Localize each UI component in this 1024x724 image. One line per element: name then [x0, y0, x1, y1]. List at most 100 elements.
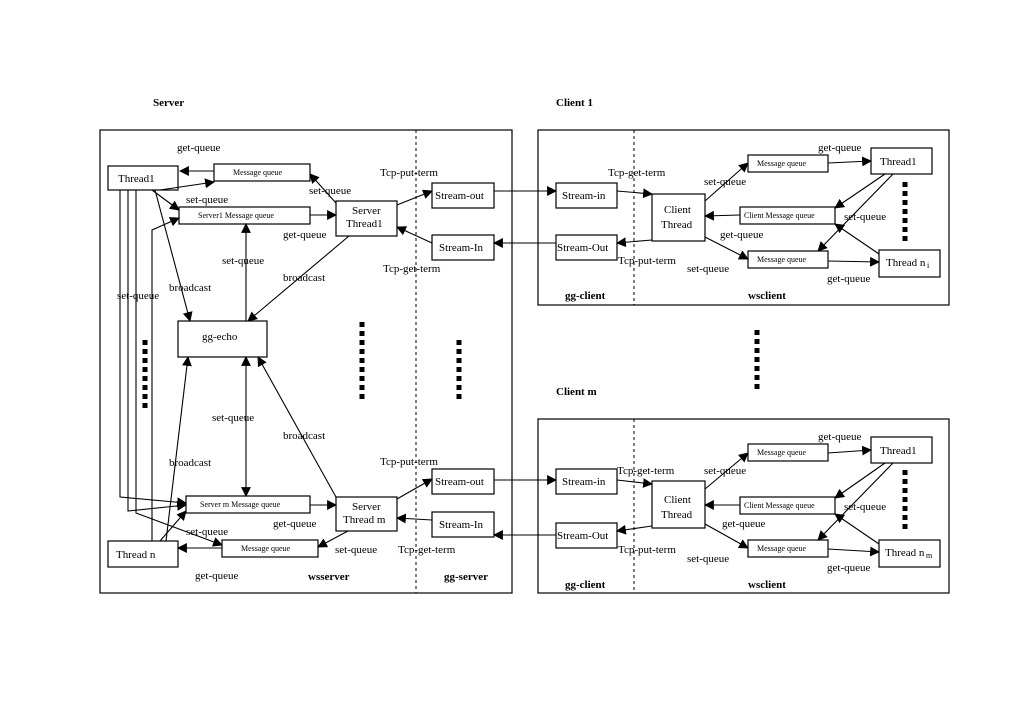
clientm-stream-out: Stream-Out [555, 522, 618, 549]
client1-thread-ni-node: Thread n i [878, 249, 941, 278]
svg-text:Stream-Out: Stream-Out [557, 530, 608, 542]
svg-text:set-queue: set-queue [186, 194, 228, 206]
server-stream-out-1: Stream-out [431, 182, 495, 209]
server-stream-in-m: Stream-In [431, 511, 495, 538]
svg-text:get-queue: get-queue [827, 273, 870, 285]
svg-text:set-queue: set-queue [186, 526, 228, 538]
server1-message-queue: Server1 Message queue [178, 206, 311, 225]
client1-thread1-node: Thread1 [870, 147, 933, 175]
clientm-stream-in: Stream-in [555, 468, 618, 495]
svg-text:Thread1: Thread1 [880, 445, 917, 457]
svg-text:Stream-out: Stream-out [435, 476, 484, 488]
clientm-gg-client-label: gg-client [565, 579, 606, 591]
svg-text:Tcp-put-term: Tcp-put-term [618, 255, 676, 267]
client1-wsclient-label: wsclient [748, 290, 786, 302]
svg-text:Tcp-put-term: Tcp-put-term [380, 167, 438, 179]
svg-text:set-queue: set-queue [309, 185, 351, 197]
svg-text:get-queue: get-queue [195, 570, 238, 582]
svg-text:Server: Server [352, 501, 381, 513]
svg-text:Server: Server [352, 205, 381, 217]
svg-text:Thread n: Thread n [116, 549, 156, 561]
client1-client-message-queue: Client Message queue [739, 206, 836, 225]
svg-text:gg-echo: gg-echo [202, 331, 238, 343]
clientm-client-thread: Client Thread [651, 480, 706, 529]
svg-text:get-queue: get-queue [720, 229, 763, 241]
client1-heading: Client 1 [556, 97, 593, 109]
svg-text:get-queue: get-queue [722, 518, 765, 530]
svg-text:Server1 Message queue: Server1 Message queue [198, 211, 274, 220]
svg-text:get-queue: get-queue [177, 142, 220, 154]
clientm-heading: Client m [556, 386, 597, 398]
clientm-edge-labels: get-queue Tcp-get-term set-queue set-que… [617, 431, 886, 574]
svg-text:i: i [927, 261, 930, 270]
svg-text:broadcast: broadcast [169, 282, 211, 294]
client1-frame: gg-client wsclient [537, 129, 950, 306]
svg-text:broadcast: broadcast [283, 430, 325, 442]
svg-text:Tcp-put-term: Tcp-put-term [380, 456, 438, 468]
server-bottom-message-queue: Message queue [221, 539, 319, 558]
svg-text:Thread: Thread [661, 219, 693, 231]
server-stream-out-m: Stream-out [431, 468, 495, 495]
server-heading: Server [153, 97, 184, 109]
client1-stream-in: Stream-in [555, 182, 618, 209]
svg-text:Stream-in: Stream-in [562, 476, 606, 488]
svg-text:get-queue: get-queue [283, 229, 326, 241]
server-connections [119, 166, 557, 553]
thread1-node: Thread1 [107, 165, 179, 191]
server-top-message-queue: Message queue [213, 163, 311, 182]
svg-text:get-queue: get-queue [827, 562, 870, 574]
svg-text:broadcast: broadcast [169, 457, 211, 469]
clientm-connections [616, 445, 894, 557]
svg-text:m: m [926, 551, 933, 560]
svg-text:set-queue: set-queue [212, 412, 254, 424]
svg-text:Message queue: Message queue [757, 544, 807, 553]
client1-edge-labels: get-queue Tcp-get-term set-queue set-que… [608, 142, 886, 285]
svg-text:set-queue: set-queue [844, 211, 886, 223]
svg-text:set-queue: set-queue [335, 544, 377, 556]
svg-text:Stream-out: Stream-out [435, 190, 484, 202]
svg-text:get-queue: get-queue [818, 142, 861, 154]
svg-text:Thread n: Thread n [886, 257, 926, 269]
server-threadm-node: Server Thread m [335, 496, 398, 532]
svg-text:Message queue: Message queue [757, 159, 807, 168]
client1-client-thread: Client Thread [651, 193, 706, 242]
gg-server-label: gg-server [444, 571, 488, 583]
svg-text:Stream-In: Stream-In [439, 242, 483, 254]
clientm-frame: gg-client wsclient [537, 418, 950, 594]
svg-text:set-queue: set-queue [704, 176, 746, 188]
svg-text:Thread n: Thread n [885, 547, 925, 559]
client1-top-message-queue: Message queue [747, 154, 829, 173]
svg-text:Message queue: Message queue [757, 448, 807, 457]
clientm-thread-nm-node: Thread n m [878, 539, 941, 568]
svg-text:Thread m: Thread m [343, 514, 386, 526]
clientm-wsclient-label: wsclient [748, 579, 786, 591]
svg-text:get-queue: get-queue [818, 431, 861, 443]
server-edge-labels: get-queue set-queue set-queue get-queue … [117, 142, 456, 582]
clientm-top-message-queue: Message queue [747, 443, 829, 462]
svg-text:Stream-in: Stream-in [562, 190, 606, 202]
svg-text:Tcp-put-term: Tcp-put-term [618, 544, 676, 556]
svg-text:set-queue: set-queue [222, 255, 264, 267]
svg-text:Message queue: Message queue [233, 168, 283, 177]
svg-text:Client: Client [664, 494, 691, 506]
svg-text:Client Message queue: Client Message queue [744, 501, 815, 510]
client1-stream-out: Stream-Out [555, 234, 618, 261]
svg-text:get-queue: get-queue [273, 518, 316, 530]
svg-text:Thread: Thread [661, 509, 693, 521]
server-frame: wsserver gg-server [99, 129, 513, 594]
svg-text:Tcp-get-term: Tcp-get-term [398, 544, 456, 556]
thread-n-node: Thread n [107, 540, 179, 568]
wsserver-label: wsserver [308, 571, 350, 583]
gg-echo-node: gg-echo [177, 320, 268, 358]
svg-text:set-queue: set-queue [687, 553, 729, 565]
clientm-thread1-node: Thread1 [870, 436, 933, 464]
svg-text:Stream-In: Stream-In [439, 519, 483, 531]
svg-text:Tcp-get-term: Tcp-get-term [383, 263, 441, 275]
client1-gg-client-label: gg-client [565, 290, 606, 302]
server-stream-in-1: Stream-In [431, 234, 495, 261]
clientm-client-message-queue: Client Message queue [739, 496, 836, 515]
svg-text:Stream-Out: Stream-Out [557, 242, 608, 254]
svg-text:set-queue: set-queue [844, 501, 886, 513]
svg-text:set-queue: set-queue [117, 290, 159, 302]
